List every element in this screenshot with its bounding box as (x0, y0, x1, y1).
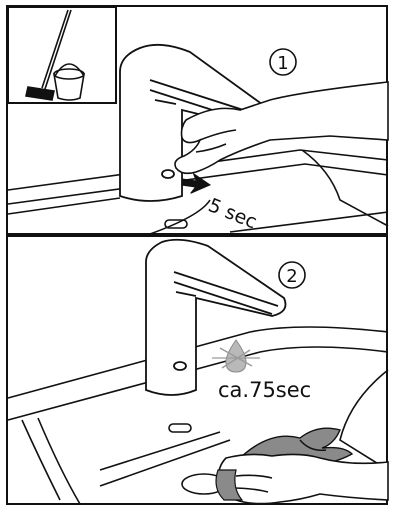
panel-step-2: 2 ca.75sec (7, 236, 388, 504)
step-1-number: 1 (277, 53, 288, 74)
step-2-number: 2 (286, 266, 297, 287)
step-2-number-badge: 2 (279, 262, 305, 288)
step-2-duration: ca.75sec (218, 378, 311, 402)
step-1-number-badge: 1 (270, 49, 296, 75)
panel-step-1: 1 5 sec (7, 6, 388, 234)
cleaning-tools-inset (8, 7, 116, 103)
